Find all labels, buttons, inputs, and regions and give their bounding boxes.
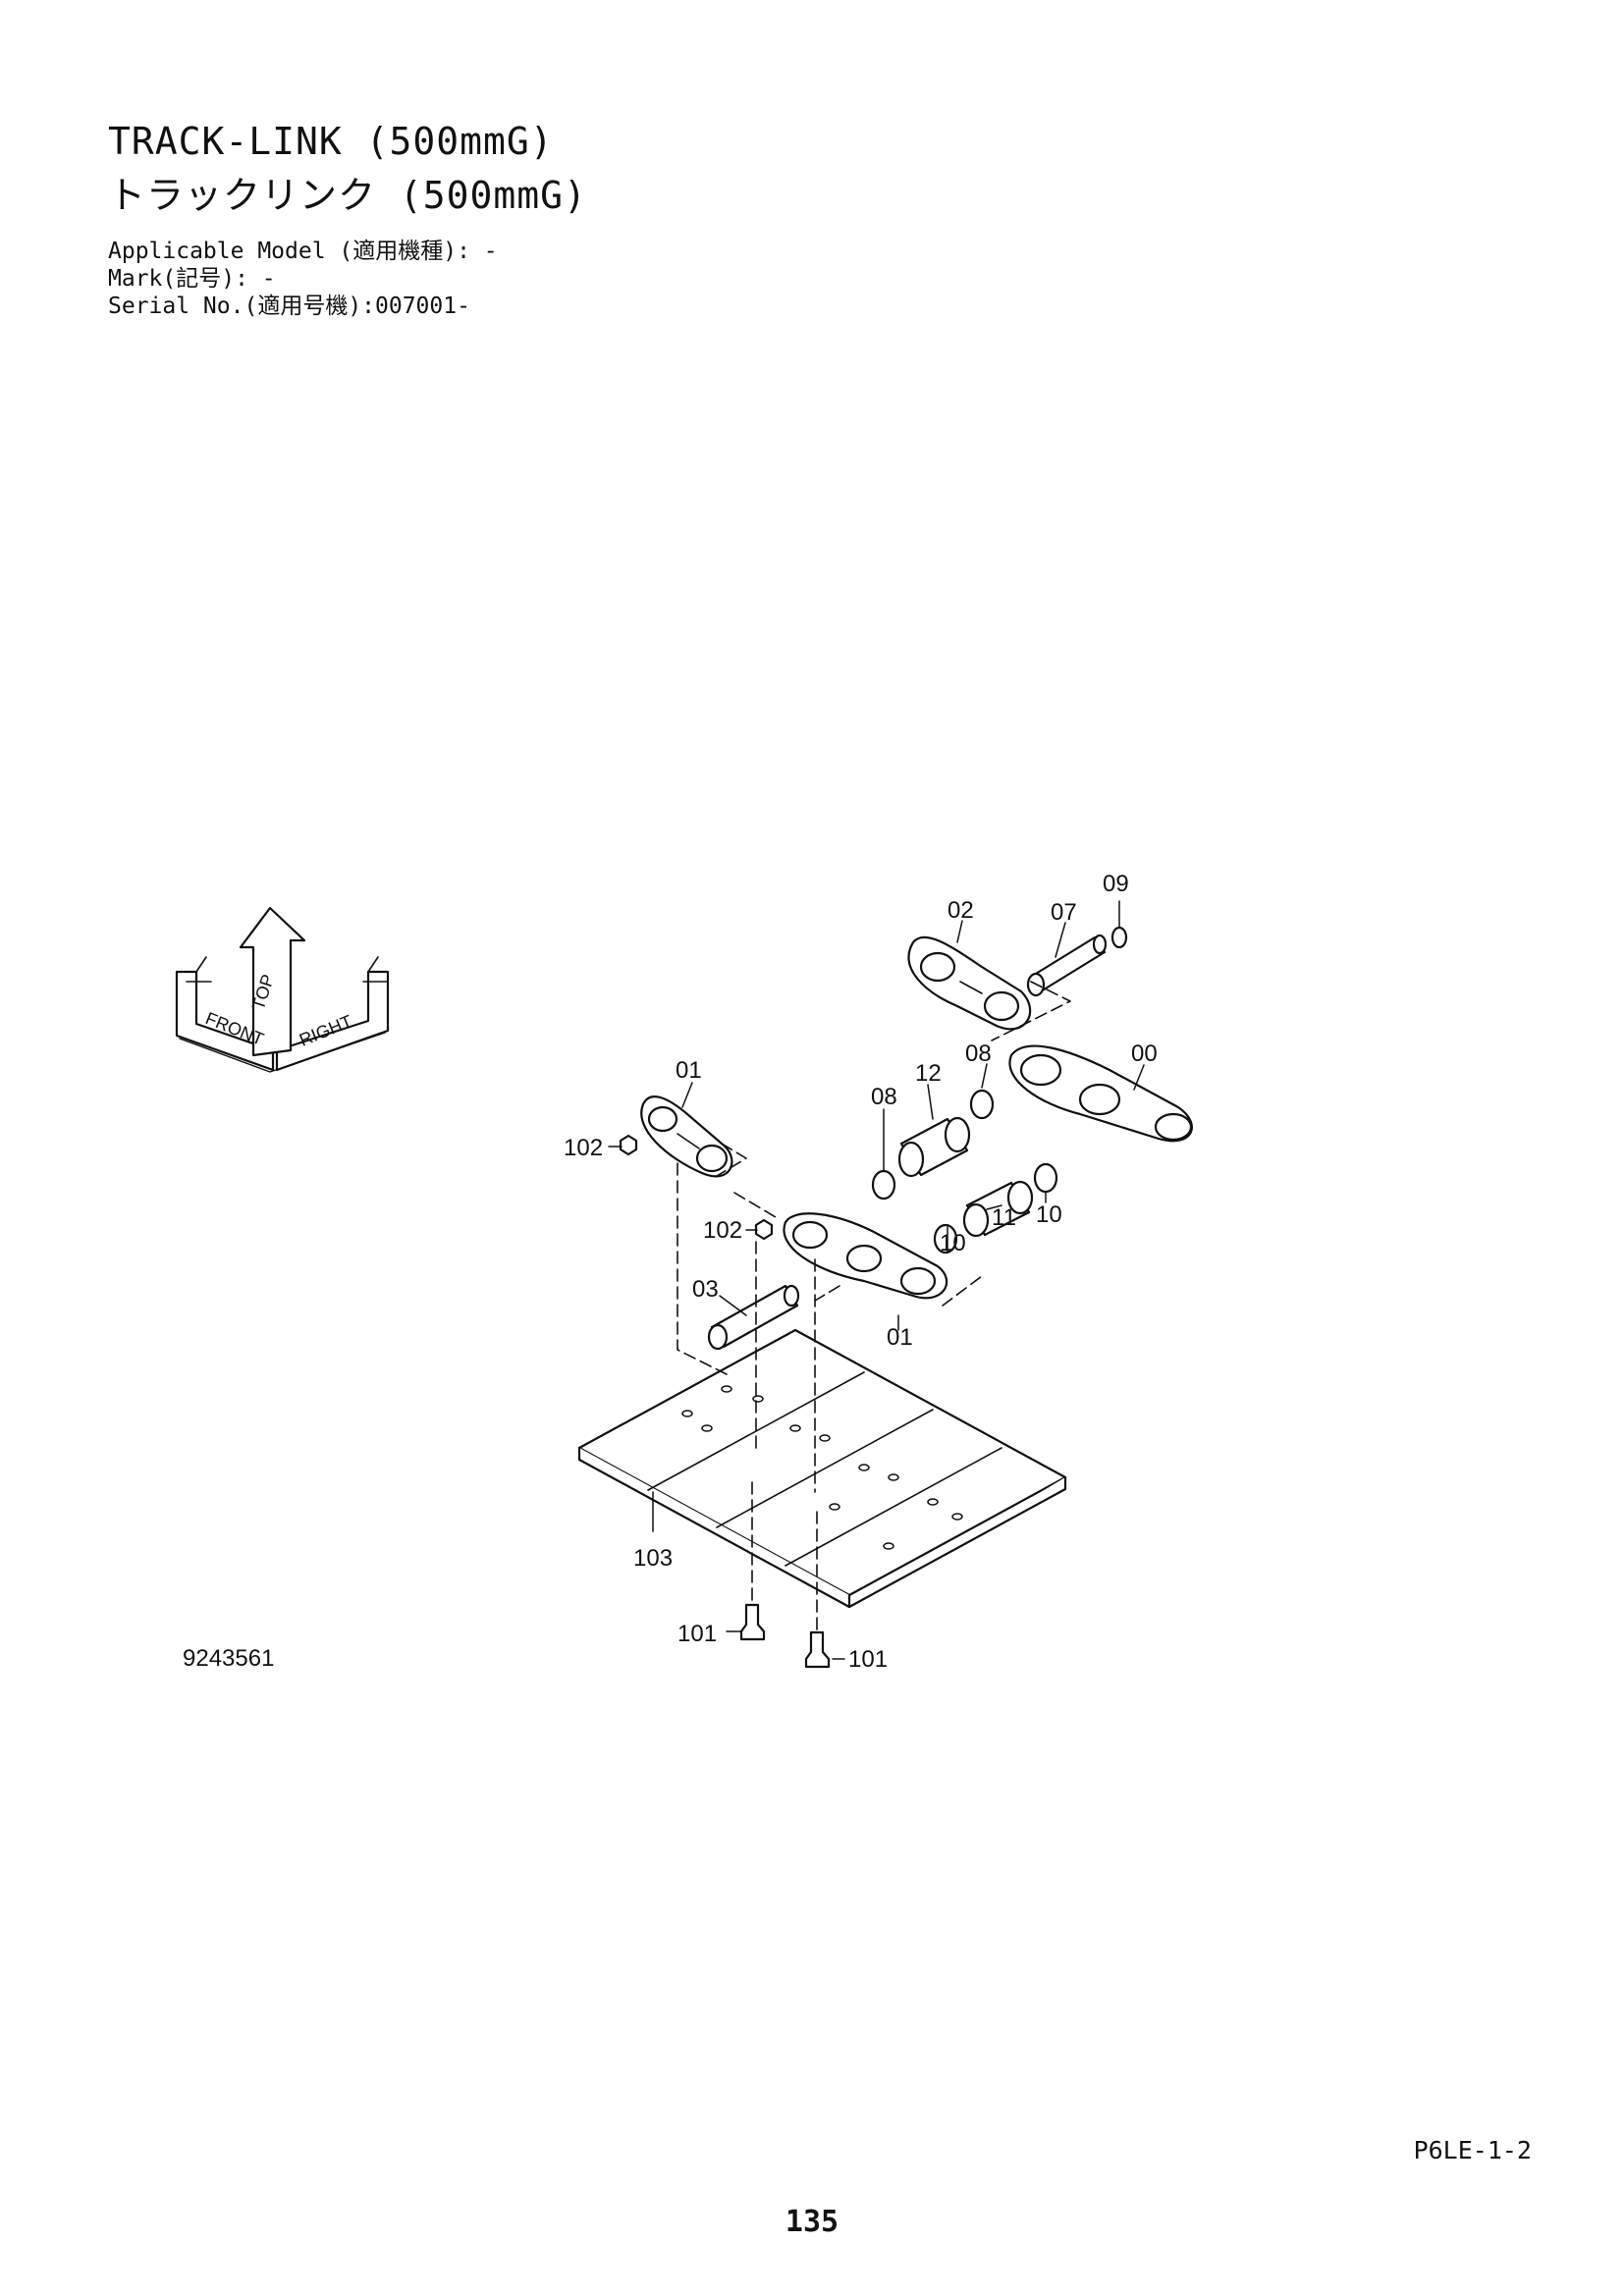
callout-11: 11 [992, 1204, 1016, 1231]
link-01-center [783, 1212, 948, 1300]
bushing-12 [897, 1116, 971, 1178]
callout-10b: 10 [1036, 1201, 1062, 1228]
callout-102a: 102 [564, 1135, 603, 1161]
callout-103: 103 [633, 1545, 673, 1572]
track-shoe-103 [577, 1328, 1067, 1609]
callout-12: 12 [915, 1060, 942, 1087]
callout-07: 07 [1051, 899, 1077, 926]
callout-01a: 01 [676, 1057, 702, 1084]
assembly-lines [677, 981, 1071, 1630]
link-02 [907, 935, 1032, 1031]
nut-102-center [754, 1218, 774, 1241]
callout-101a: 101 [677, 1621, 717, 1647]
link-01-left [640, 1095, 733, 1178]
page-number: 135 [785, 2205, 839, 2239]
page-title-ja: トラックリンク (500mmG) [108, 174, 587, 217]
leader-lines [608, 900, 1145, 1660]
orientation-compass [175, 906, 390, 1073]
seal-08-left [871, 1169, 896, 1201]
ring-09 [1110, 926, 1128, 949]
callout-03: 03 [692, 1276, 719, 1303]
serial-number: Serial No.(適用号機):007001- [108, 294, 470, 319]
callout-08a: 08 [871, 1084, 897, 1110]
callout-00: 00 [1131, 1041, 1158, 1067]
drawing-number: 9243561 [183, 1645, 274, 1672]
page-title-en: TRACK-LINK (500mmG) [108, 120, 554, 163]
callout-01b: 01 [887, 1324, 913, 1351]
seal-08-right [969, 1089, 995, 1120]
pin-07 [1026, 934, 1108, 997]
applicable-model: Applicable Model (適用機種): - [108, 239, 498, 264]
seal-10-right [1033, 1162, 1058, 1194]
page-code: P6LE-1-2 [1413, 2136, 1532, 2164]
callout-08b: 08 [965, 1041, 992, 1067]
callout-102b: 102 [703, 1217, 742, 1244]
pin-03 [707, 1284, 800, 1351]
nut-102-left [619, 1134, 638, 1156]
callout-101b: 101 [848, 1646, 888, 1673]
bushing-11 [962, 1180, 1034, 1238]
callout-02: 02 [947, 897, 974, 924]
link-00 [1008, 1044, 1193, 1143]
seal-10-left [933, 1223, 958, 1255]
bolt-101-left [739, 1603, 766, 1641]
mark: Mark(記号): - [108, 266, 276, 292]
callout-10a: 10 [940, 1230, 966, 1256]
callout-09: 09 [1103, 871, 1129, 897]
shoe-bolt-holes [681, 1385, 963, 1550]
bolt-101-right [804, 1630, 831, 1669]
